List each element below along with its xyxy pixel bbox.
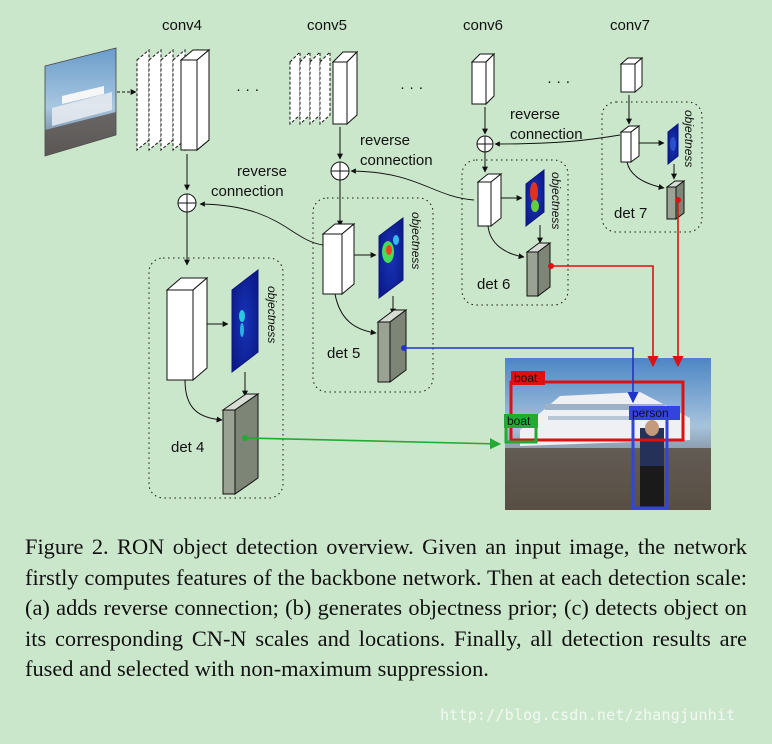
input-image — [44, 47, 117, 157]
figure-caption: Figure 2. RON object detection overview.… — [25, 534, 747, 681]
det6-objectness-label: objectness — [549, 172, 563, 229]
det6-output-path — [551, 265, 659, 368]
boat-box-small-tag — [504, 414, 538, 428]
conv4-label: conv4 — [162, 17, 202, 34]
det5-feature-block — [321, 222, 356, 296]
ellipsis-1: · · · — [236, 81, 259, 98]
boat-box-large — [509, 380, 685, 442]
ellipsis-2: · · · — [400, 79, 423, 96]
person-box-tag — [629, 406, 680, 420]
det4-objectness-label: objectness — [265, 286, 279, 343]
conv6-block — [470, 52, 496, 106]
watermark: http://blog.csdn.net/zhangjunhit — [440, 706, 736, 724]
boat-box-large-tag — [511, 371, 545, 385]
conv7-block — [619, 56, 644, 94]
ron-architecture-diagram: conv4 conv5 conv6 conv7 · · · · · · · · … — [44, 17, 711, 510]
det4-group — [148, 257, 284, 499]
det6-feature-block — [476, 172, 503, 228]
conv4-blocks — [136, 48, 211, 152]
conv7-label: conv7 — [610, 17, 650, 34]
person-box-label: person — [632, 406, 669, 420]
det7-objectness-label: objectness — [682, 110, 696, 167]
det4-output-path — [244, 437, 502, 450]
reverse-label-1a: reverse — [237, 163, 287, 180]
reverse-label-3b: connection — [510, 126, 583, 143]
conv5-label: conv5 — [307, 17, 347, 34]
det5-detection-block — [376, 309, 408, 383]
sum-node-conv5 — [330, 161, 350, 181]
det4-objectness-map — [231, 268, 259, 374]
det5-label: det 5 — [327, 345, 360, 362]
det5-group — [312, 197, 434, 393]
det4-feature-block — [165, 276, 209, 382]
reverse-label-2b: connection — [360, 152, 433, 169]
det7-group — [601, 101, 703, 233]
reverse-arrow-2 — [350, 168, 475, 201]
conv5-blocks — [289, 50, 359, 126]
det5-objectness-map — [378, 217, 404, 299]
det4-label: det 4 — [171, 439, 204, 456]
det4-detection-block — [221, 393, 260, 495]
det6-label: det 6 — [477, 276, 510, 293]
ellipsis-3: · · · — [547, 73, 570, 90]
sum-node-conv6 — [476, 135, 494, 153]
boat-box-small-label: boat — [507, 414, 531, 428]
det7-objectness-map — [667, 122, 679, 166]
boat-box-large-label: boat — [514, 371, 538, 385]
reverse-arrow-1 — [199, 201, 324, 246]
det5-objectness-label: objectness — [409, 212, 423, 269]
det6-detection-block — [525, 242, 552, 297]
sum-node-conv4 — [177, 193, 197, 213]
reverse-label-3a: reverse — [510, 106, 560, 123]
det5-output-path — [404, 347, 639, 404]
reverse-arrow-3 — [494, 134, 621, 147]
reverse-label-2a: reverse — [360, 132, 410, 149]
reverse-label-1b: connection — [211, 183, 284, 200]
det6-objectness-map — [525, 168, 545, 228]
det7-label: det 7 — [614, 205, 647, 222]
conv6-label: conv6 — [463, 17, 503, 34]
det7-feature-block — [619, 125, 641, 163]
